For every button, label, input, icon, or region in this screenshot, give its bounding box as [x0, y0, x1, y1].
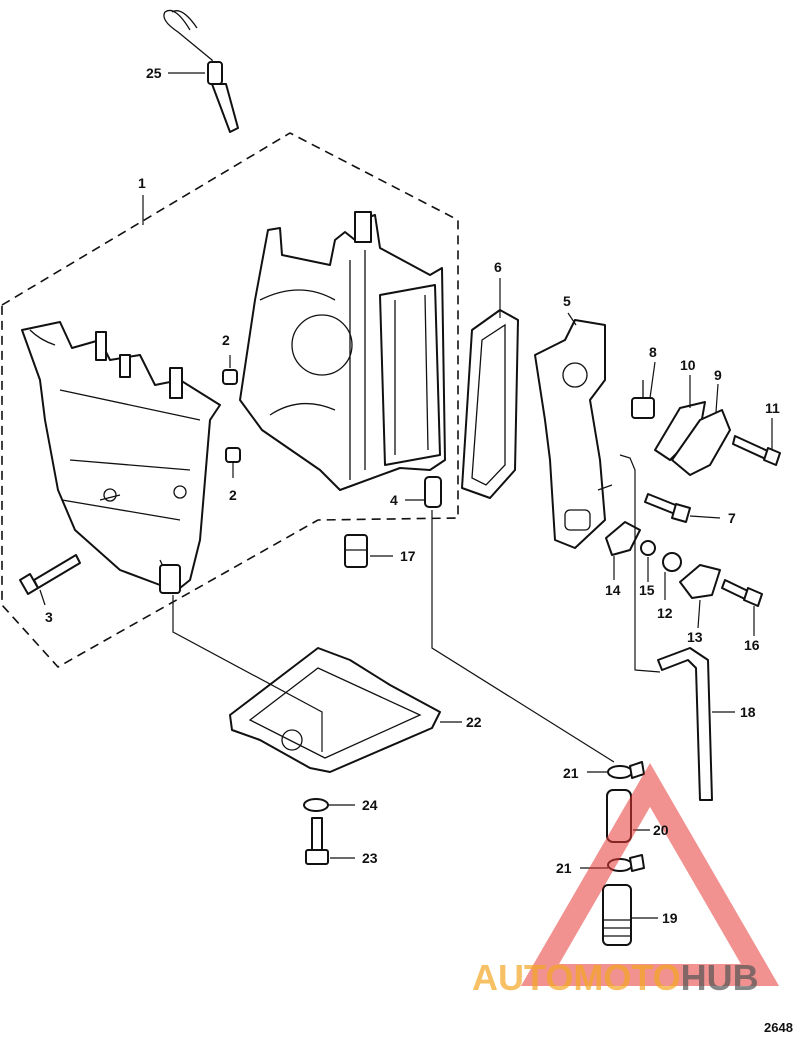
callout-6: 6	[494, 259, 502, 275]
callout-11: 11	[765, 400, 780, 416]
reference-number: 2648	[764, 1020, 793, 1035]
callout-22: 22	[466, 714, 482, 730]
part-19-filter	[602, 884, 632, 946]
part-2-dowel-lower	[225, 447, 241, 463]
watermark-text: AUTOMOTOHUB	[472, 957, 759, 998]
callout-9: 9	[714, 367, 722, 383]
part-17-plug	[344, 534, 368, 568]
part-13-cover	[679, 564, 721, 599]
part-8-fitting	[631, 380, 655, 419]
callout-17: 17	[400, 548, 416, 564]
part-1-crankcase-left	[21, 321, 221, 594]
part-1-cylinder-block	[239, 211, 446, 491]
callout-5: 5	[563, 293, 571, 309]
watermark-text-part2: HUB	[681, 957, 759, 998]
callout-3: 3	[45, 609, 53, 625]
callout-18: 18	[740, 704, 756, 720]
part-16-bolt	[721, 579, 763, 607]
part-21-clamp-upper	[607, 761, 645, 779]
callout-21-upper: 21	[563, 765, 579, 781]
part-25-dipstick	[163, 9, 239, 133]
callout-14: 14	[605, 582, 621, 598]
watermark-triangle-icon	[520, 763, 780, 986]
part-18-hose	[657, 647, 713, 801]
callout-13: 13	[687, 629, 703, 645]
callout-8: 8	[649, 344, 657, 360]
callout-19: 19	[662, 910, 678, 926]
part-15-washer	[640, 540, 656, 556]
callout-24: 24	[362, 797, 378, 813]
part-23-bolt	[305, 817, 329, 865]
callout-7: 7	[728, 510, 736, 526]
part-11-bolt	[732, 435, 781, 466]
part-5-cover	[534, 319, 606, 549]
part-10-bracket	[654, 401, 706, 461]
callout-25: 25	[146, 65, 162, 81]
callout-15: 15	[639, 582, 655, 598]
callout-16: 16	[744, 637, 760, 653]
leader-lines	[39, 72, 773, 919]
callout-23: 23	[362, 850, 378, 866]
part-2-dowel-upper	[222, 369, 238, 385]
assembly-boundary-dashed	[1, 132, 459, 669]
watermark-text-part1: AUTOMOTO	[472, 957, 681, 998]
part-4-sleeve	[424, 476, 442, 508]
callout-labels: 25 1 2 2 3 4 17 6 5 8 10 9 11 7 14 15 12…	[45, 65, 780, 926]
part-6-gasket	[461, 309, 519, 499]
callout-12: 12	[657, 605, 673, 621]
callout-2-lower: 2	[229, 487, 237, 503]
callout-4: 4	[390, 492, 398, 508]
part-9-housing	[671, 409, 731, 476]
part-3-bolt	[19, 554, 81, 595]
callout-21-lower: 21	[556, 860, 572, 876]
callout-2-upper: 2	[222, 332, 230, 348]
callout-20: 20	[653, 822, 669, 838]
part-12-seal	[662, 552, 682, 572]
callout-1: 1	[138, 175, 146, 191]
part-24-washer	[303, 798, 329, 812]
callout-10: 10	[680, 357, 696, 373]
watermark-logo	[520, 763, 780, 986]
part-7-bolt	[644, 493, 691, 523]
